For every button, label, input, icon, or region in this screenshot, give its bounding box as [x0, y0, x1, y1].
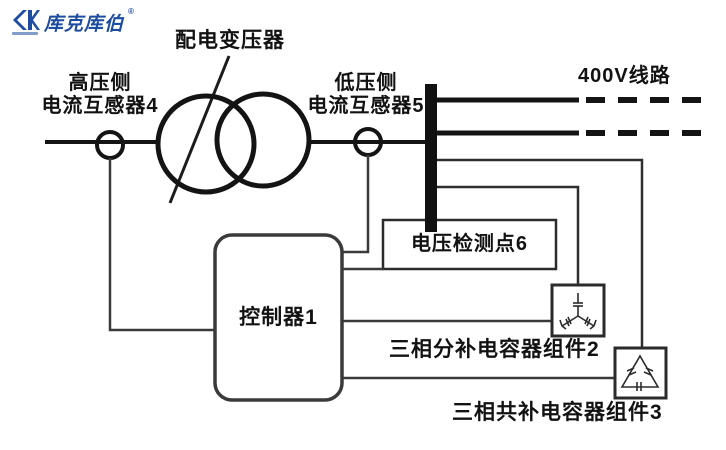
logo-wordmark: 库克库伯 [44, 14, 125, 35]
lv-ct-signal-wire [342, 155, 370, 254]
label-distribution-transformer: 配电变压器 [175, 29, 285, 52]
label-controller: 控制器1 [239, 306, 318, 329]
registered-mark: ® [128, 7, 134, 16]
label-lv-line1: 低压侧 [334, 72, 398, 94]
label-lv-line2: 电流互感器5 [307, 95, 425, 117]
logo-subtext-bar [12, 32, 38, 35]
label-400v-line: 400V线路 [578, 65, 671, 87]
controller-box [213, 233, 344, 402]
comp3-symbol-box [613, 346, 668, 400]
label-comp3: 三相共补电容器组件3 [452, 401, 663, 424]
busbar-branch-to-comp3 [437, 158, 644, 348]
label-voltage-detection-point: 电压检测点6 [410, 233, 529, 255]
busbar-branch-to-comp2 [437, 185, 580, 285]
kk-logo-icon [10, 9, 40, 35]
voltage-detection-box [381, 218, 558, 271]
label-hv-current-transformer: 高压侧 电流互感器4 [22, 72, 178, 118]
transformer-primary-circle [155, 93, 257, 195]
comp2-symbol-box [550, 283, 606, 338]
label-hv-line1: 高压侧 [68, 72, 132, 94]
label-comp2: 三相分补电容器组件2 [389, 338, 600, 361]
label-lv-current-transformer: 低压侧 电流互感器5 [288, 72, 444, 118]
busbar [425, 84, 437, 232]
label-hv-line2: 电流互感器4 [41, 95, 159, 117]
hv-ct-signal-wire [108, 158, 215, 332]
brand-logo: 库克库伯 ® [10, 7, 134, 36]
hv-current-transformer-symbol [95, 130, 125, 160]
transformer-pointer-line [168, 55, 231, 204]
